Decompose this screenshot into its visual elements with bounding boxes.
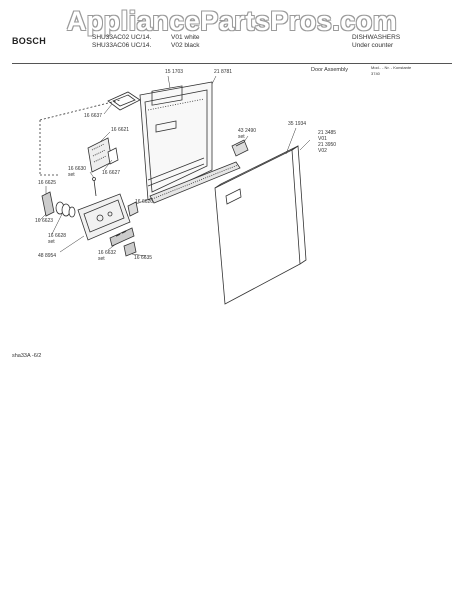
- model-2: SHU33AC06 UC/14.: [92, 42, 152, 49]
- latch-part: [123, 241, 137, 257]
- gasket: [107, 91, 141, 111]
- latch-bracket: [109, 227, 135, 247]
- part-label-variant: V02: [318, 148, 327, 154]
- spring-clip: [127, 201, 139, 217]
- assembly-outline: [39, 99, 121, 121]
- part-label: 21 3485: [318, 130, 337, 136]
- part-label: 16 6621: [111, 127, 130, 133]
- part-label: 16 6623: [35, 218, 54, 224]
- variant-1: V01 white: [171, 34, 200, 41]
- section-title: Door Assembly: [311, 67, 348, 73]
- part-label: 21 8781: [214, 69, 233, 75]
- part-label-set: set: [48, 239, 55, 245]
- category: DISHWASHERS: [352, 34, 401, 41]
- part-label: 16 6635: [134, 255, 153, 261]
- part-label: 48 8954: [38, 253, 57, 259]
- screw: [93, 179, 97, 197]
- part-label: 16 6632: [98, 250, 117, 256]
- part-label: 21 3950: [318, 142, 337, 148]
- part-label-set: set: [68, 172, 75, 178]
- part-label: 15 1703: [165, 69, 184, 75]
- inner-door-panel: [139, 81, 213, 201]
- part-label: 16 6625: [38, 180, 57, 186]
- part-label: 43 2490: [238, 128, 257, 134]
- watermark: AppliancePartsPros.com: [66, 6, 398, 36]
- brand-logo: BOSCH: [12, 36, 47, 46]
- part-label: 16 6627: [102, 170, 121, 176]
- latch-housing: [77, 193, 131, 241]
- variant-2: V02 black: [171, 42, 200, 49]
- part-label: 16 6630: [68, 166, 87, 172]
- outer-door-panel: [214, 145, 307, 305]
- part-label-set: set: [238, 134, 245, 140]
- part-label: 16 6628: [48, 233, 67, 239]
- diagram-code: sha33A -6/2: [12, 353, 42, 359]
- lock-parts: [41, 191, 76, 218]
- small-block: [107, 147, 119, 165]
- mod-label: Mod.. - Nr. - Konstante: [371, 65, 412, 70]
- part-label: 16 6637: [84, 113, 103, 119]
- hinge-bracket: [231, 139, 249, 157]
- model-1: SHU33AC02 UC/14.: [92, 34, 152, 41]
- mod-value: 3740: [371, 71, 380, 76]
- part-label: 35 1934: [288, 121, 307, 127]
- part-label-set: set: [98, 256, 105, 262]
- part-label: 16 6626: [135, 199, 154, 205]
- part-label-variant: V01: [318, 136, 327, 142]
- header-rule: [12, 63, 452, 64]
- door-seal-strip: [149, 161, 241, 204]
- subcategory: Under counter: [352, 42, 394, 49]
